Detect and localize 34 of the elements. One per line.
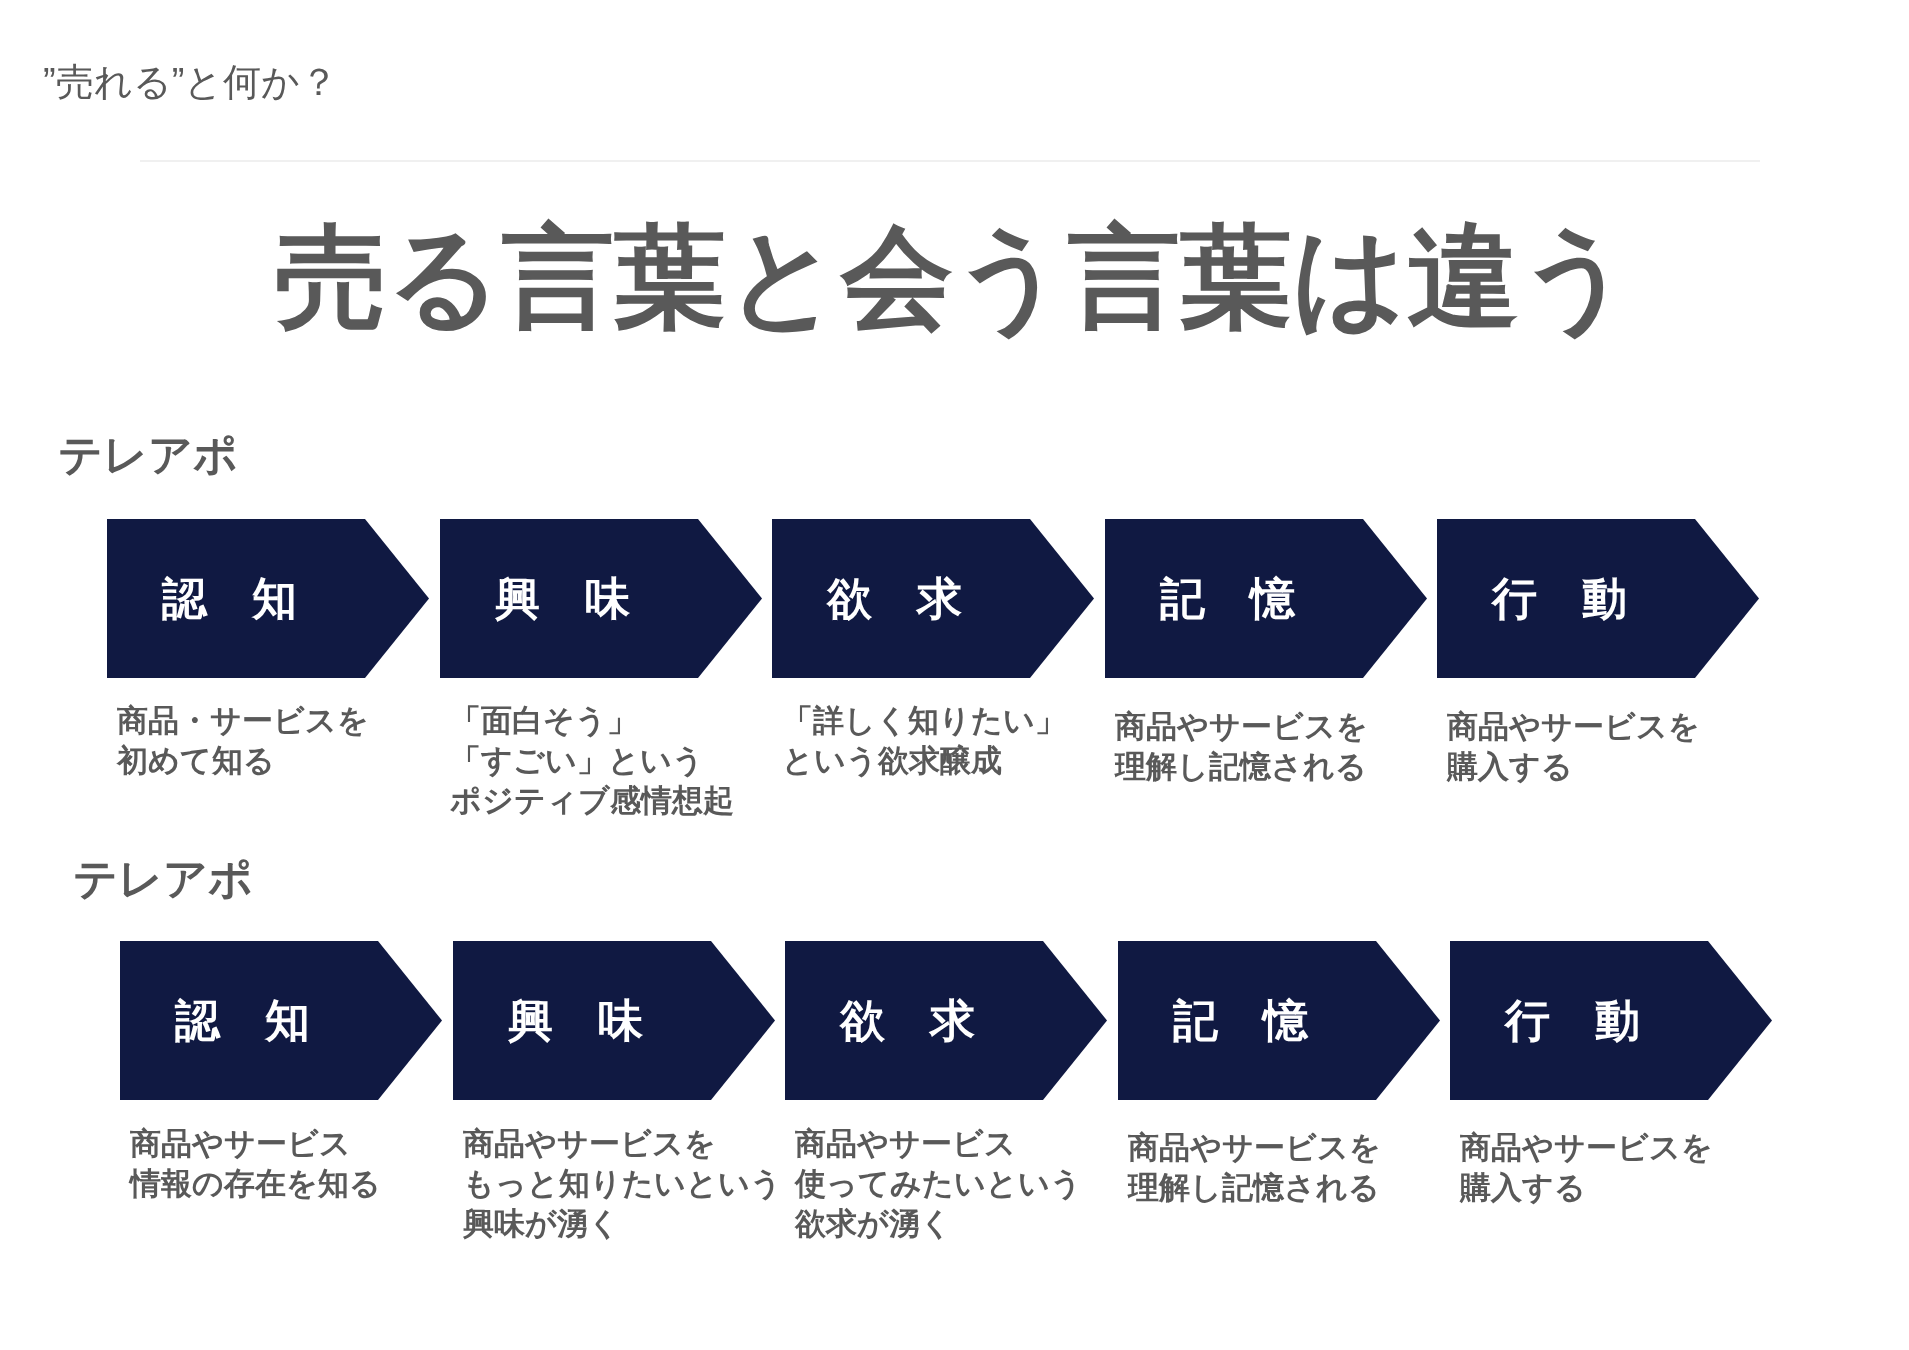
step-label: 興 味 bbox=[495, 573, 630, 624]
step-caption: 商品・サービスを初めて知る bbox=[117, 702, 369, 780]
chevron-step bbox=[1450, 941, 1772, 1100]
chevron-step bbox=[107, 519, 429, 678]
row-heading: テレアポ bbox=[58, 429, 238, 481]
step-label: 認 知 bbox=[162, 573, 297, 624]
chevron-step bbox=[1437, 519, 1759, 678]
step-caption: 商品やサービス使ってみたいという欲求が湧く bbox=[795, 1125, 1082, 1243]
step-caption: 商品やサービスを理解し記憶される bbox=[1115, 708, 1368, 786]
step-caption: 商品やサービスを購入する bbox=[1447, 708, 1700, 786]
step-label: 欲 求 bbox=[827, 573, 962, 624]
page-title: 売る言葉と会う言葉は違う bbox=[275, 214, 1634, 342]
step-caption: 「面白そう」「すごい」というポジティブ感情想起 bbox=[450, 702, 734, 820]
chevron-step bbox=[772, 519, 1094, 678]
step-label: 行 動 bbox=[1492, 573, 1627, 624]
row-heading: テレアポ bbox=[73, 853, 253, 905]
step-label: 認 知 bbox=[175, 995, 310, 1046]
step-caption: 商品やサービス情報の存在を知る bbox=[130, 1125, 381, 1203]
step-caption: 「詳しく知りたい」という欲求醸成 bbox=[782, 702, 1066, 780]
step-label: 記 憶 bbox=[1160, 573, 1295, 624]
step-label: 行 動 bbox=[1505, 995, 1640, 1046]
chevron-step bbox=[440, 519, 762, 678]
chevron-step bbox=[1118, 941, 1440, 1100]
chevron-step bbox=[453, 941, 775, 1100]
step-label: 興 味 bbox=[508, 995, 643, 1046]
slide-header: ”売れる”と何か？ bbox=[43, 60, 339, 105]
chevron-step bbox=[120, 941, 442, 1100]
step-caption: 商品やサービスを理解し記憶される bbox=[1128, 1129, 1381, 1207]
step-label: 記 憶 bbox=[1173, 995, 1308, 1046]
step-caption: 商品やサービスを購入する bbox=[1460, 1129, 1713, 1207]
step-caption: 商品やサービスをもっと知りたいという興味が湧く bbox=[463, 1125, 782, 1243]
step-label: 欲 求 bbox=[840, 995, 975, 1046]
chevron-step bbox=[1105, 519, 1427, 678]
chevron-step bbox=[785, 941, 1107, 1100]
